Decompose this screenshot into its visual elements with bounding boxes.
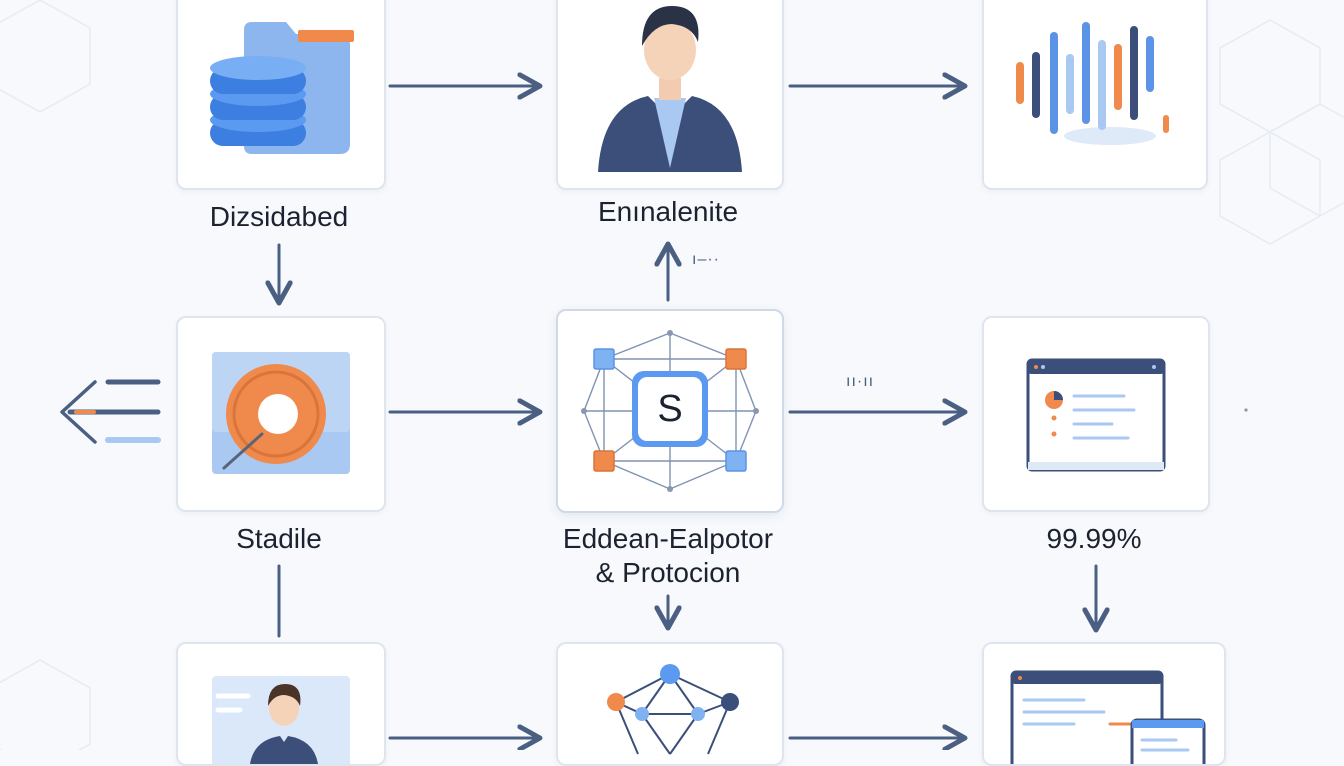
database-folder-icon: [210, 22, 354, 154]
bar-chart-icon: [1016, 22, 1169, 145]
node-analytics[interactable]: [982, 0, 1208, 190]
label-engine-line1: Eddean-Ealpotor: [562, 523, 774, 554]
node-dashboard[interactable]: [982, 316, 1210, 512]
node-database[interactable]: [176, 0, 386, 190]
left-motion-arrow-icon: [60, 379, 161, 444]
node-user[interactable]: [556, 0, 784, 190]
label-engine-line2: & Protocion: [595, 557, 741, 588]
label-dashboard: 99.99%: [1046, 523, 1142, 554]
label-storage: Stadile: [236, 523, 322, 554]
browser-window-icon: [1026, 358, 1166, 472]
node-profile[interactable]: [176, 642, 386, 766]
up-arrow-annotation: ı–··: [692, 251, 720, 268]
node-devices[interactable]: [982, 642, 1226, 766]
right-arrow-annotation: ıı·ıı: [846, 373, 875, 390]
user-avatar-icon: [598, 6, 742, 172]
multi-device-icon: [1010, 670, 1206, 764]
node-engine[interactable]: S: [556, 309, 784, 513]
hexagon-background: [0, 0, 1344, 750]
profile-card-icon: [212, 676, 350, 764]
connector-layer: [60, 0, 1248, 750]
stray-dot: [1244, 408, 1248, 412]
node-graph-icon: [607, 664, 739, 755]
node-graph[interactable]: [556, 642, 784, 766]
disc-icon: [212, 352, 350, 474]
label-user: Enınalenite: [597, 196, 739, 227]
hub-glyph: S: [657, 388, 683, 430]
node-storage[interactable]: [176, 316, 386, 512]
label-database: Dizsidabed: [209, 201, 349, 232]
network-hub-icon: [581, 330, 759, 492]
